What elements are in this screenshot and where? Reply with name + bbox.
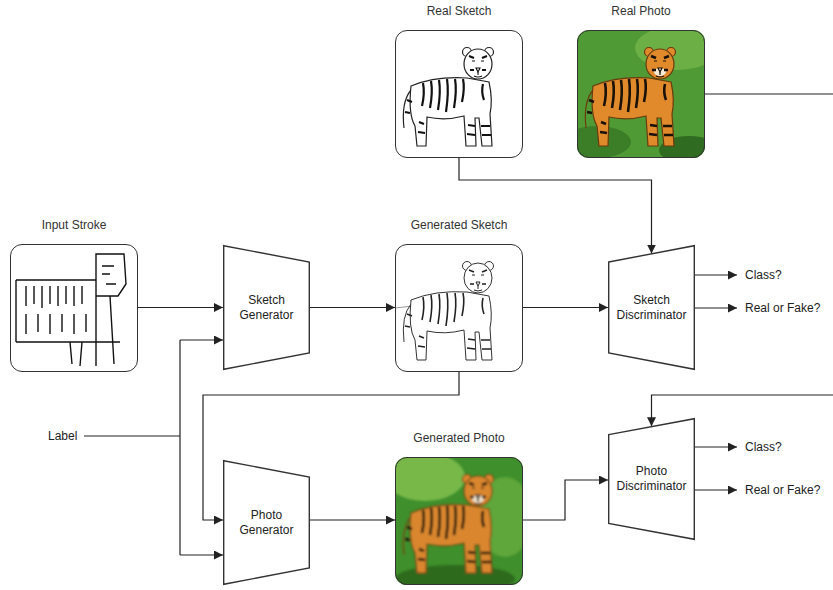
stroke-drawing [10,244,138,372]
image-panel: Input Stroke [10,244,138,372]
panel-title: Generated Photo [336,430,582,446]
panel-title: Input Stroke [0,217,197,233]
image-panel: Real Photo [577,30,705,158]
panel-title: Real Photo [518,3,764,19]
output-arrow [695,489,737,490]
output-label: Real or Fake? [745,482,820,498]
image-panel: Generated Photo [395,457,523,585]
output-arrow [695,307,737,308]
output-arrow [695,446,737,447]
block-label: Sketch Discriminator [612,293,691,323]
generator-block: Photo Generator [223,460,310,585]
panel-title: Generated Sketch [336,217,582,233]
flow-arrow [459,158,652,254]
flow-arrow [523,480,608,520]
output-label: Class? [745,439,782,455]
generated-sketch-drawing [395,244,523,372]
flow-arrow [523,307,608,308]
block-label: Sketch Generator [227,293,306,323]
block-outline [609,419,695,540]
flow-arrow [310,519,395,520]
label-wire [84,340,180,555]
block-label: Photo Generator [227,508,306,538]
generator-block: Sketch Generator [223,245,310,370]
label-arrow [180,554,223,555]
flow-arrow [138,307,223,308]
tiger-photo [563,26,719,164]
output-label: Real or Fake? [745,300,820,316]
panel-title: Real Sketch [336,3,582,19]
label-arrow [180,339,223,340]
flow-arrow [310,307,395,308]
block-label: Photo Discriminator [612,464,691,494]
tiger-sketch [395,30,523,158]
block-outline [224,246,310,370]
image-panel: Generated Sketch [395,244,523,372]
input-label: Label [48,428,77,444]
image-panel: Real Sketch [395,30,523,158]
output-arrow [695,274,737,275]
output-label: Class? [745,267,782,283]
generated-photo-drawing [385,453,533,590]
block-outline [609,246,695,370]
discriminator-block: Sketch Discriminator [608,245,695,370]
block-outline [224,461,310,585]
discriminator-block: Photo Discriminator [608,418,695,540]
